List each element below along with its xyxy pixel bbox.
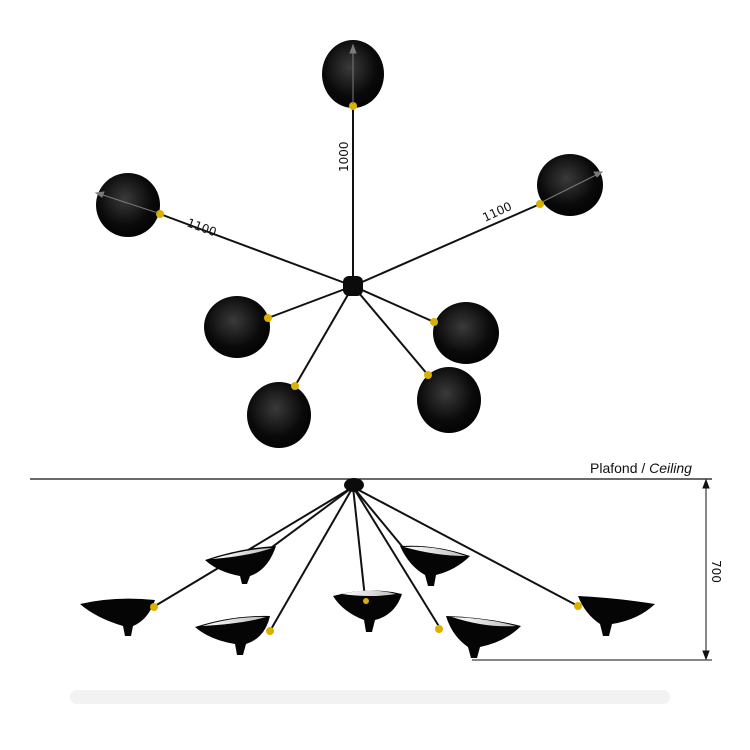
dim-arrow-left xyxy=(94,191,105,198)
side-arms xyxy=(154,486,579,632)
joint-low-right xyxy=(424,371,432,379)
floor-reflection xyxy=(70,690,670,704)
side-shade-upper-right xyxy=(400,545,470,586)
side-joint-2 xyxy=(266,627,274,635)
arm-upper-right xyxy=(352,203,541,287)
side-joint-5 xyxy=(574,602,582,610)
shade-mid-right xyxy=(433,302,499,364)
dim-line-right xyxy=(541,173,599,203)
height-dim-arrow-top xyxy=(702,478,710,489)
dim-arrow-vertical xyxy=(349,43,357,54)
height-dim-label: 700 xyxy=(709,560,723,583)
dim-arrow-right xyxy=(593,171,604,178)
joint-top xyxy=(349,102,357,110)
shade-low-right xyxy=(417,367,481,433)
side-arm-1 xyxy=(154,486,354,607)
side-arm-7 xyxy=(352,486,579,607)
ceiling-label-fr: Plafond / xyxy=(590,460,649,476)
side-arm-6 xyxy=(352,486,441,629)
top-joints xyxy=(156,102,544,390)
arm-low-right xyxy=(352,285,429,376)
top-hub xyxy=(343,276,363,296)
ceiling-label-en: Ceiling xyxy=(649,460,692,476)
top-dimensions xyxy=(94,43,604,214)
side-hub xyxy=(344,478,364,492)
side-arm-3 xyxy=(269,486,354,632)
side-joint-1 xyxy=(150,603,158,611)
side-shades xyxy=(80,545,655,658)
joint-low-left xyxy=(291,382,299,390)
dim-line-left xyxy=(99,193,159,214)
height-dim-arrow-bottom xyxy=(702,650,710,661)
arm-mid-right xyxy=(352,285,435,323)
arm-low-left xyxy=(294,285,354,387)
joint-mid-right xyxy=(430,318,438,326)
dim-label-vertical: 1000 xyxy=(337,141,351,172)
side-joint-4 xyxy=(435,625,443,633)
ceiling-label: Plafond / Ceiling xyxy=(590,460,692,476)
side-shade-far-left xyxy=(80,598,155,636)
side-arm-4 xyxy=(352,486,366,599)
shade-mid-left xyxy=(204,296,270,358)
dim-label-right: 1100 xyxy=(480,199,514,225)
side-shade-lower-left xyxy=(195,615,270,655)
side-joint-3 xyxy=(363,598,369,604)
top-shades xyxy=(96,40,603,448)
top-view: 1000 1100 1100 xyxy=(94,40,604,448)
shade-upper-right xyxy=(537,154,603,216)
side-shade-far-right xyxy=(578,596,655,636)
arm-upper-left xyxy=(159,213,354,287)
shade-low-left xyxy=(247,382,311,448)
arm-mid-left xyxy=(267,285,354,319)
height-dimension xyxy=(472,478,712,661)
side-shade-lower-right xyxy=(446,616,521,658)
top-arms xyxy=(159,105,541,387)
joint-mid-left xyxy=(264,314,272,322)
side-shade-center xyxy=(333,590,402,632)
dim-label-left: 1100 xyxy=(185,216,218,240)
side-view: Plafond / Ceiling xyxy=(30,460,723,661)
joint-upper-left xyxy=(156,210,164,218)
shade-upper-left xyxy=(96,173,160,237)
side-joints xyxy=(150,598,582,635)
side-shade-upper-left xyxy=(205,546,276,584)
